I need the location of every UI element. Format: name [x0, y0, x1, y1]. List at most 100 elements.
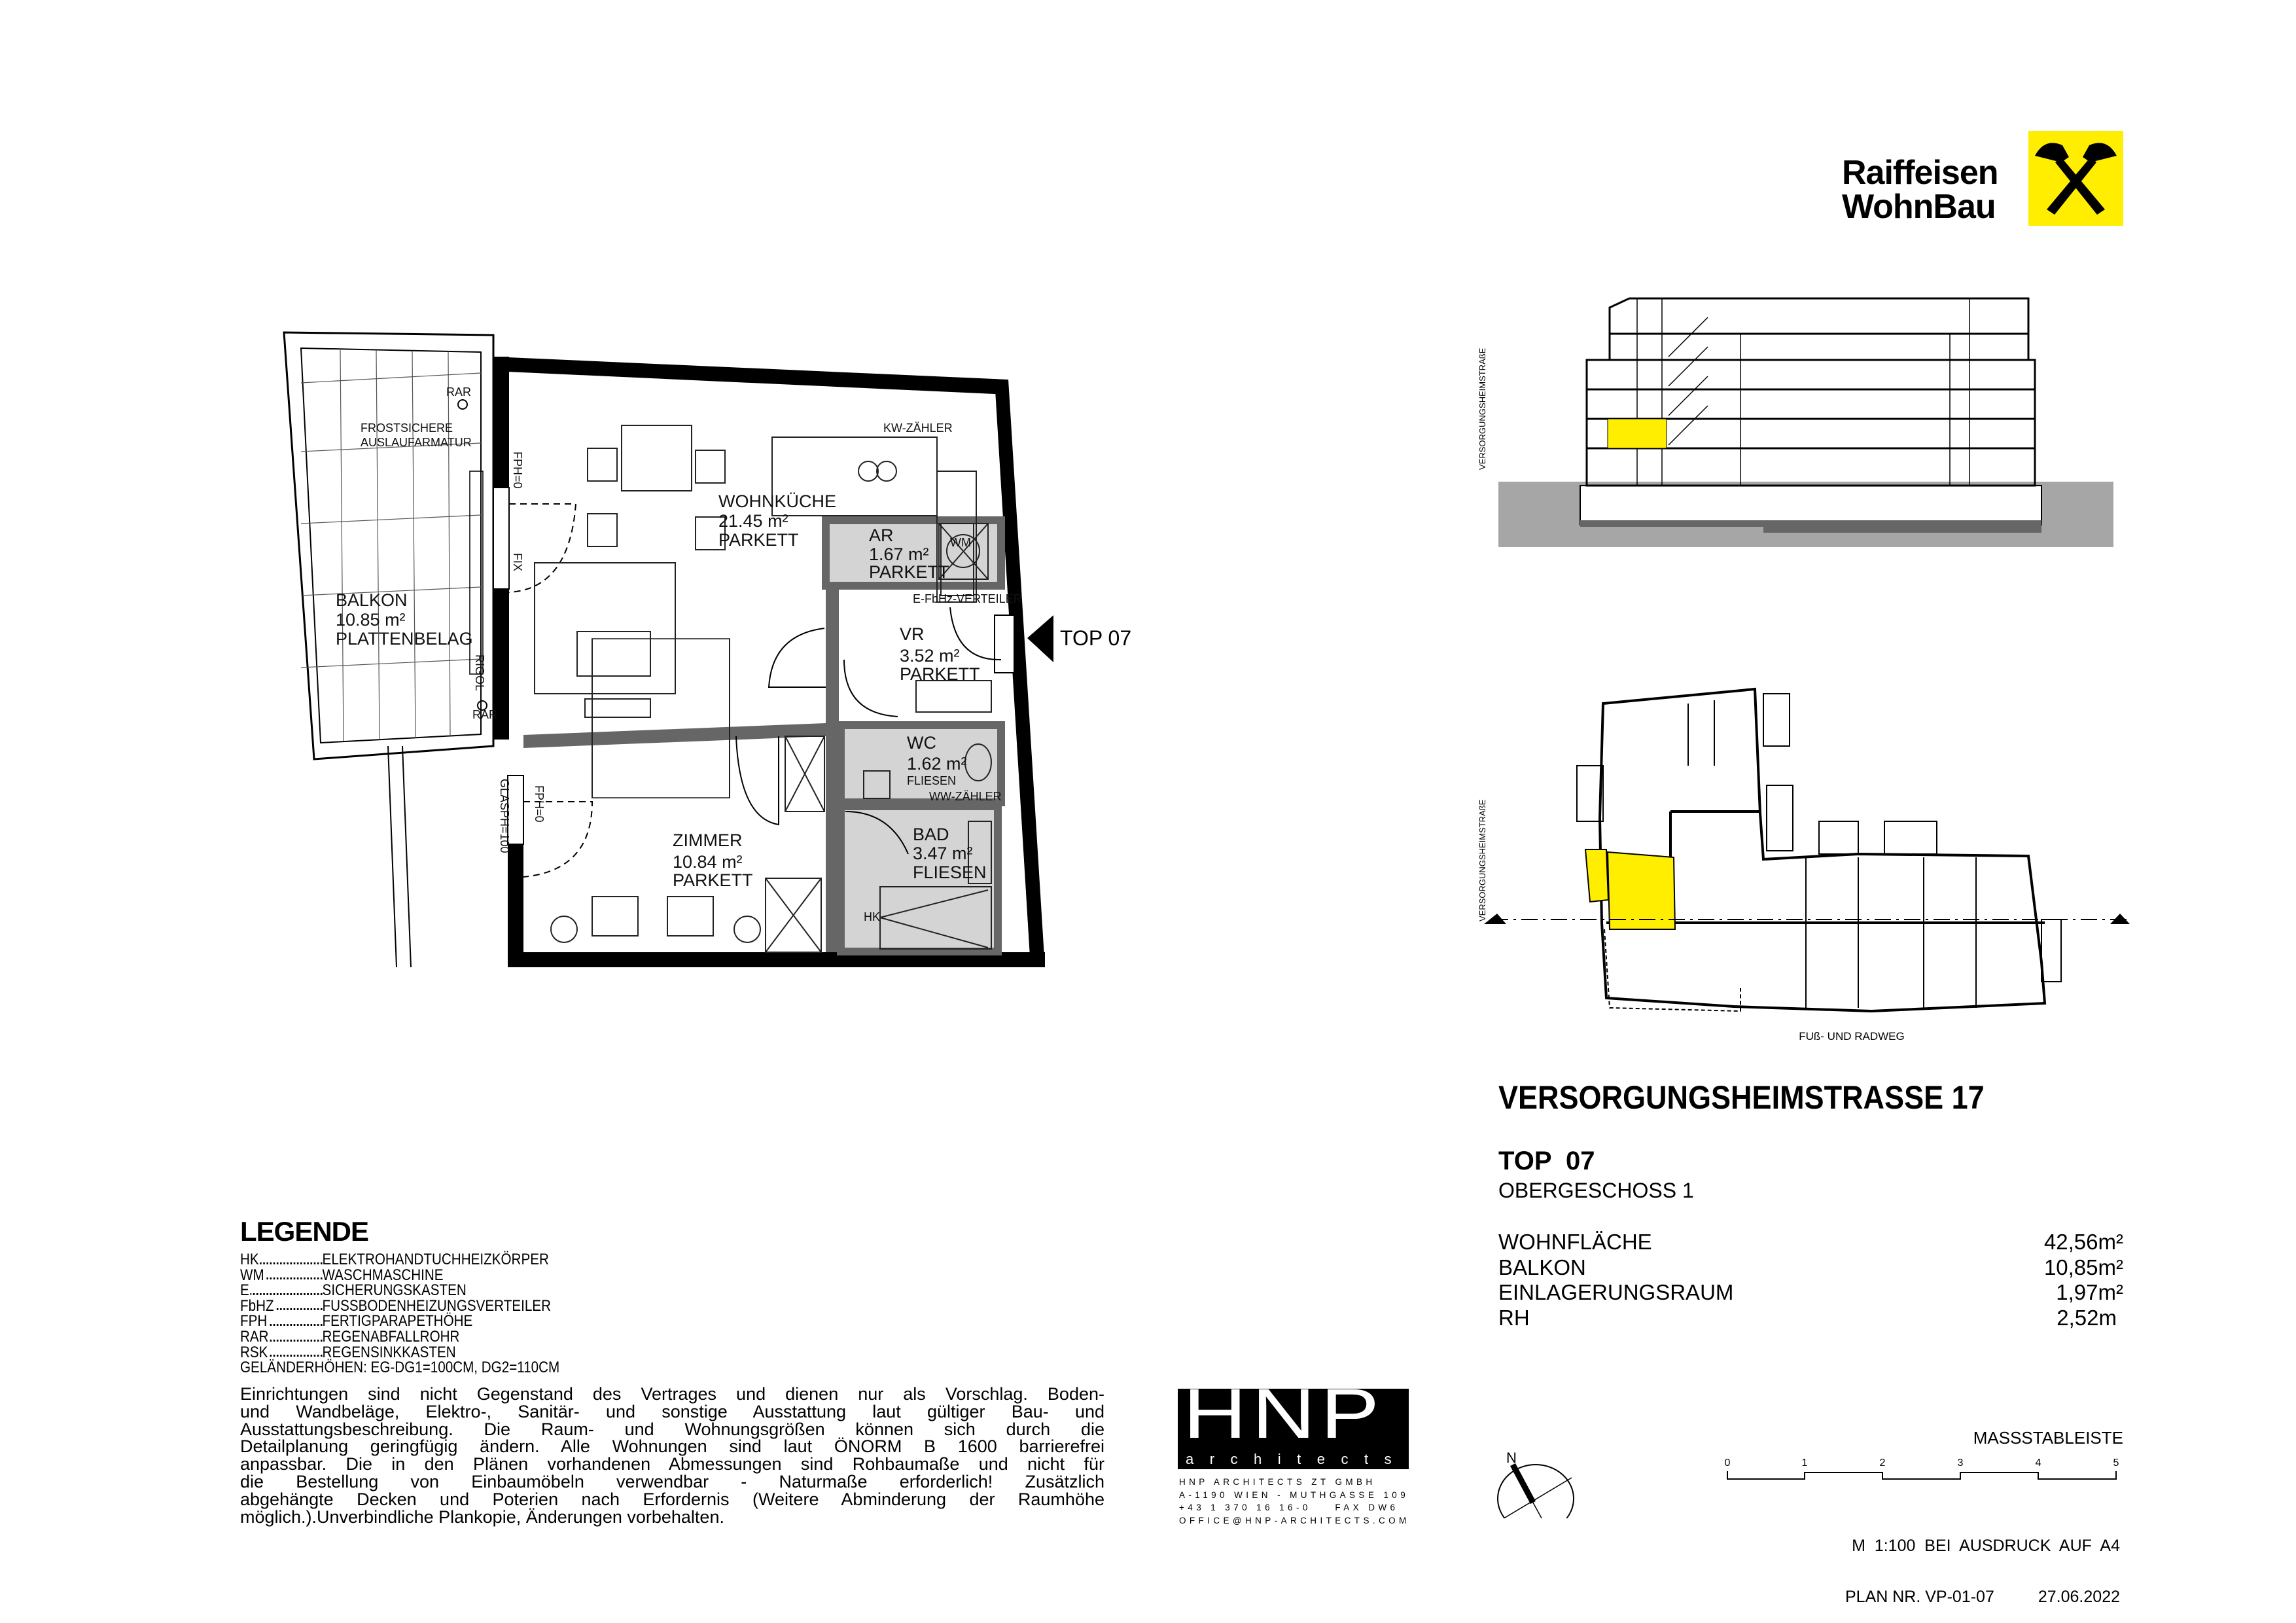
svg-text:4: 4: [2036, 1457, 2041, 1469]
apartment-highlight: [1607, 418, 1667, 449]
window-frame: [507, 775, 524, 845]
wet-rooms: [822, 516, 1015, 955]
svg-text:WC: WC: [907, 733, 936, 753]
logo-line-2: WohnBau: [1842, 188, 1996, 226]
svg-text:PARKETT: PARKETT: [718, 530, 799, 550]
svg-text:WM: WM: [950, 536, 971, 549]
disclaimer: Einrichtungen sind nicht Gegenstand des …: [240, 1385, 1104, 1525]
legend-item: WM WASCHMASCHINE: [240, 1266, 747, 1284]
disclaimer-line: anpassbar. Die in den Plänen vorhandenen…: [240, 1454, 1104, 1474]
railing-heights: GELÄNDERHÖHEN: EG-DG1=100CM, DG2=110CM: [240, 1359, 560, 1377]
svg-text:BALKON: BALKON: [336, 590, 408, 610]
svg-text:WOHNKÜCHE: WOHNKÜCHE: [718, 491, 836, 511]
svg-text:RIGOL: RIGOL: [473, 654, 486, 691]
entrance-arrow-icon: [1027, 615, 1053, 662]
section-street-label: VERSORGUNGSHEIMSTRAßE: [1477, 348, 1487, 470]
svg-text:VR: VR: [900, 624, 925, 644]
legend-text: FERTIGPARAPETHÖHE: [322, 1312, 473, 1330]
entrance-label: TOP 07: [1060, 626, 1131, 650]
room-label-bad: BAD 3.47 m² FLIESEN: [913, 825, 987, 882]
room-label-vr: VR 3.52 m² PARKETT: [900, 624, 980, 684]
legend-list: HK ELEKTROHANDTUCHHEIZKÖRPER WM WASCHMASCH…: [240, 1251, 747, 1377]
svg-text:KW-ZÄHLER: KW-ZÄHLER: [883, 421, 953, 435]
legend-abbr: FbHZ: [240, 1296, 275, 1315]
legend-abbr: WM: [240, 1266, 266, 1284]
svg-text:AR: AR: [869, 526, 894, 545]
svg-text:BAD: BAD: [913, 825, 949, 844]
disclaimer-line: Ausstattungsbeschreibung. Die Raum- und …: [240, 1419, 1104, 1439]
disclaimer-line: Detailplanung geringfügig ändern. Alle W…: [240, 1436, 1104, 1457]
svg-text:FROSTSICHERE: FROSTSICHERE: [361, 421, 453, 435]
area-label: WOHNFLÄCHE: [1498, 1230, 1652, 1254]
apartment-floor-plan: WOHNKÜCHE 21.45 m² PARKETT BALKON 10.85 …: [283, 331, 1131, 968]
legend-text: SICHERUNGSKASTEN: [322, 1281, 467, 1300]
section-marker-icon: [2110, 914, 2130, 924]
raiffeisen-gable-cross-icon: [2028, 131, 2123, 226]
area-value: 2,52m: [2057, 1305, 2117, 1330]
svg-text:21.45 m²: 21.45 m²: [718, 511, 788, 531]
apartment-highlight: [1606, 851, 1676, 930]
legend-abbr: HK: [240, 1251, 260, 1268]
floor-level: OBERGESCHOSS 1: [1498, 1179, 1694, 1202]
legend-text: FUSSBODENHEIZUNGSVERTEILER: [322, 1296, 551, 1315]
room-label-balkon: BALKON 10.85 m² PLATTENBELAG: [336, 590, 473, 649]
logo-line-1: Raiffeisen: [1842, 154, 1999, 192]
raiffeisen-wohnbau-logo-text: Raiffeisen WohnBau: [1842, 154, 1999, 226]
svg-text:GLASPH=100: GLASPH=100: [498, 779, 511, 853]
svg-text:RAR: RAR: [446, 385, 471, 399]
svg-text:1.67 m²: 1.67 m²: [869, 544, 929, 564]
svg-text:FIX: FIX: [511, 553, 524, 571]
room-label-zimmer: ZIMMER 10.84 m² PARKETT: [673, 830, 753, 890]
svg-text:FPH=0: FPH=0: [533, 785, 546, 823]
legend-text: ELEKTROHANDTUCHHEIZKÖRPER: [322, 1251, 549, 1268]
svg-text:3.47 m²: 3.47 m²: [913, 844, 973, 863]
area-label: RH: [1498, 1305, 1530, 1330]
svg-text:RAR: RAR: [472, 708, 497, 721]
architect-line: A-1190 WIEN - MUTHGASSE 109: [1179, 1489, 1409, 1500]
plan-date: 27.06.2022: [2038, 1588, 2120, 1606]
architect-line: OFFICE@HNP-ARCHITECTS.COM: [1179, 1515, 1410, 1525]
svg-text:PARKETT: PARKETT: [900, 664, 980, 684]
legend-text: WASCHMASCHINE: [322, 1266, 444, 1284]
unit-number: TOP 07: [1498, 1147, 1595, 1175]
svg-text:FPH=0: FPH=0: [511, 452, 524, 489]
svg-text:3: 3: [1958, 1457, 1964, 1469]
room-label-wc: WC 1.62 m² FLIESEN: [907, 733, 967, 787]
section-marker-icon: [1484, 914, 1506, 924]
svg-text:1.62 m²: 1.62 m²: [907, 754, 967, 774]
plan-number: PLAN NR. VP-01-07: [1845, 1588, 1994, 1606]
svg-text:E-FbHz-VERTEILER: E-FbHz-VERTEILER: [913, 592, 1022, 605]
svg-text:PARKETT: PARKETT: [673, 870, 753, 890]
logo-small-text: architects: [1186, 1451, 1408, 1467]
svg-text:2: 2: [1880, 1457, 1886, 1469]
room-label-wohnkueche: WOHNKÜCHE 21.45 m² PARKETT: [718, 491, 836, 550]
exterior-walls: [493, 357, 1045, 967]
area-label: BALKON: [1498, 1255, 1586, 1279]
building-section: VERSORGUNGSHEIMSTRAßE: [1477, 297, 2113, 547]
disclaimer-line: die Bestellung von Einbaumöbeln verwendb…: [240, 1471, 1104, 1491]
area-label: EINLAGERUNGSRAUM: [1498, 1280, 1734, 1304]
doors: [735, 607, 1002, 855]
legend-text: REGENSINKKASTEN: [322, 1343, 456, 1361]
path-label: FUß- UND RADWEG: [1799, 1030, 1905, 1043]
architect-line: +43 1 370 16 16-0 FAX DW6: [1179, 1503, 1399, 1513]
svg-text:FLIESEN: FLIESEN: [907, 774, 956, 787]
svg-text:WW-ZÄHLER: WW-ZÄHLER: [929, 790, 1002, 803]
svg-text:HK: HK: [864, 910, 880, 923]
logo-big-text: HNP: [1183, 1374, 1385, 1453]
scale-bar-title: MASSSTABLEISTE: [1973, 1428, 2123, 1448]
furniture: [534, 425, 992, 953]
site-plan: VERSORGUNGSHEIMSTRAßE: [1477, 687, 2130, 1013]
plan-number-row: PLAN NR. VP-01-07 27.06.2022: [1793, 1588, 2120, 1605]
architect-line: HNP ARCHITECTS ZT GMBH: [1179, 1477, 1376, 1487]
room-label-ar: AR 1.67 m² PARKETT: [869, 526, 949, 582]
architect-contact: HNP ARCHITECTS ZT GMBH A-1190 WIEN - MUT…: [1179, 1476, 1415, 1527]
svg-text:10.85 m²: 10.85 m²: [336, 610, 406, 630]
